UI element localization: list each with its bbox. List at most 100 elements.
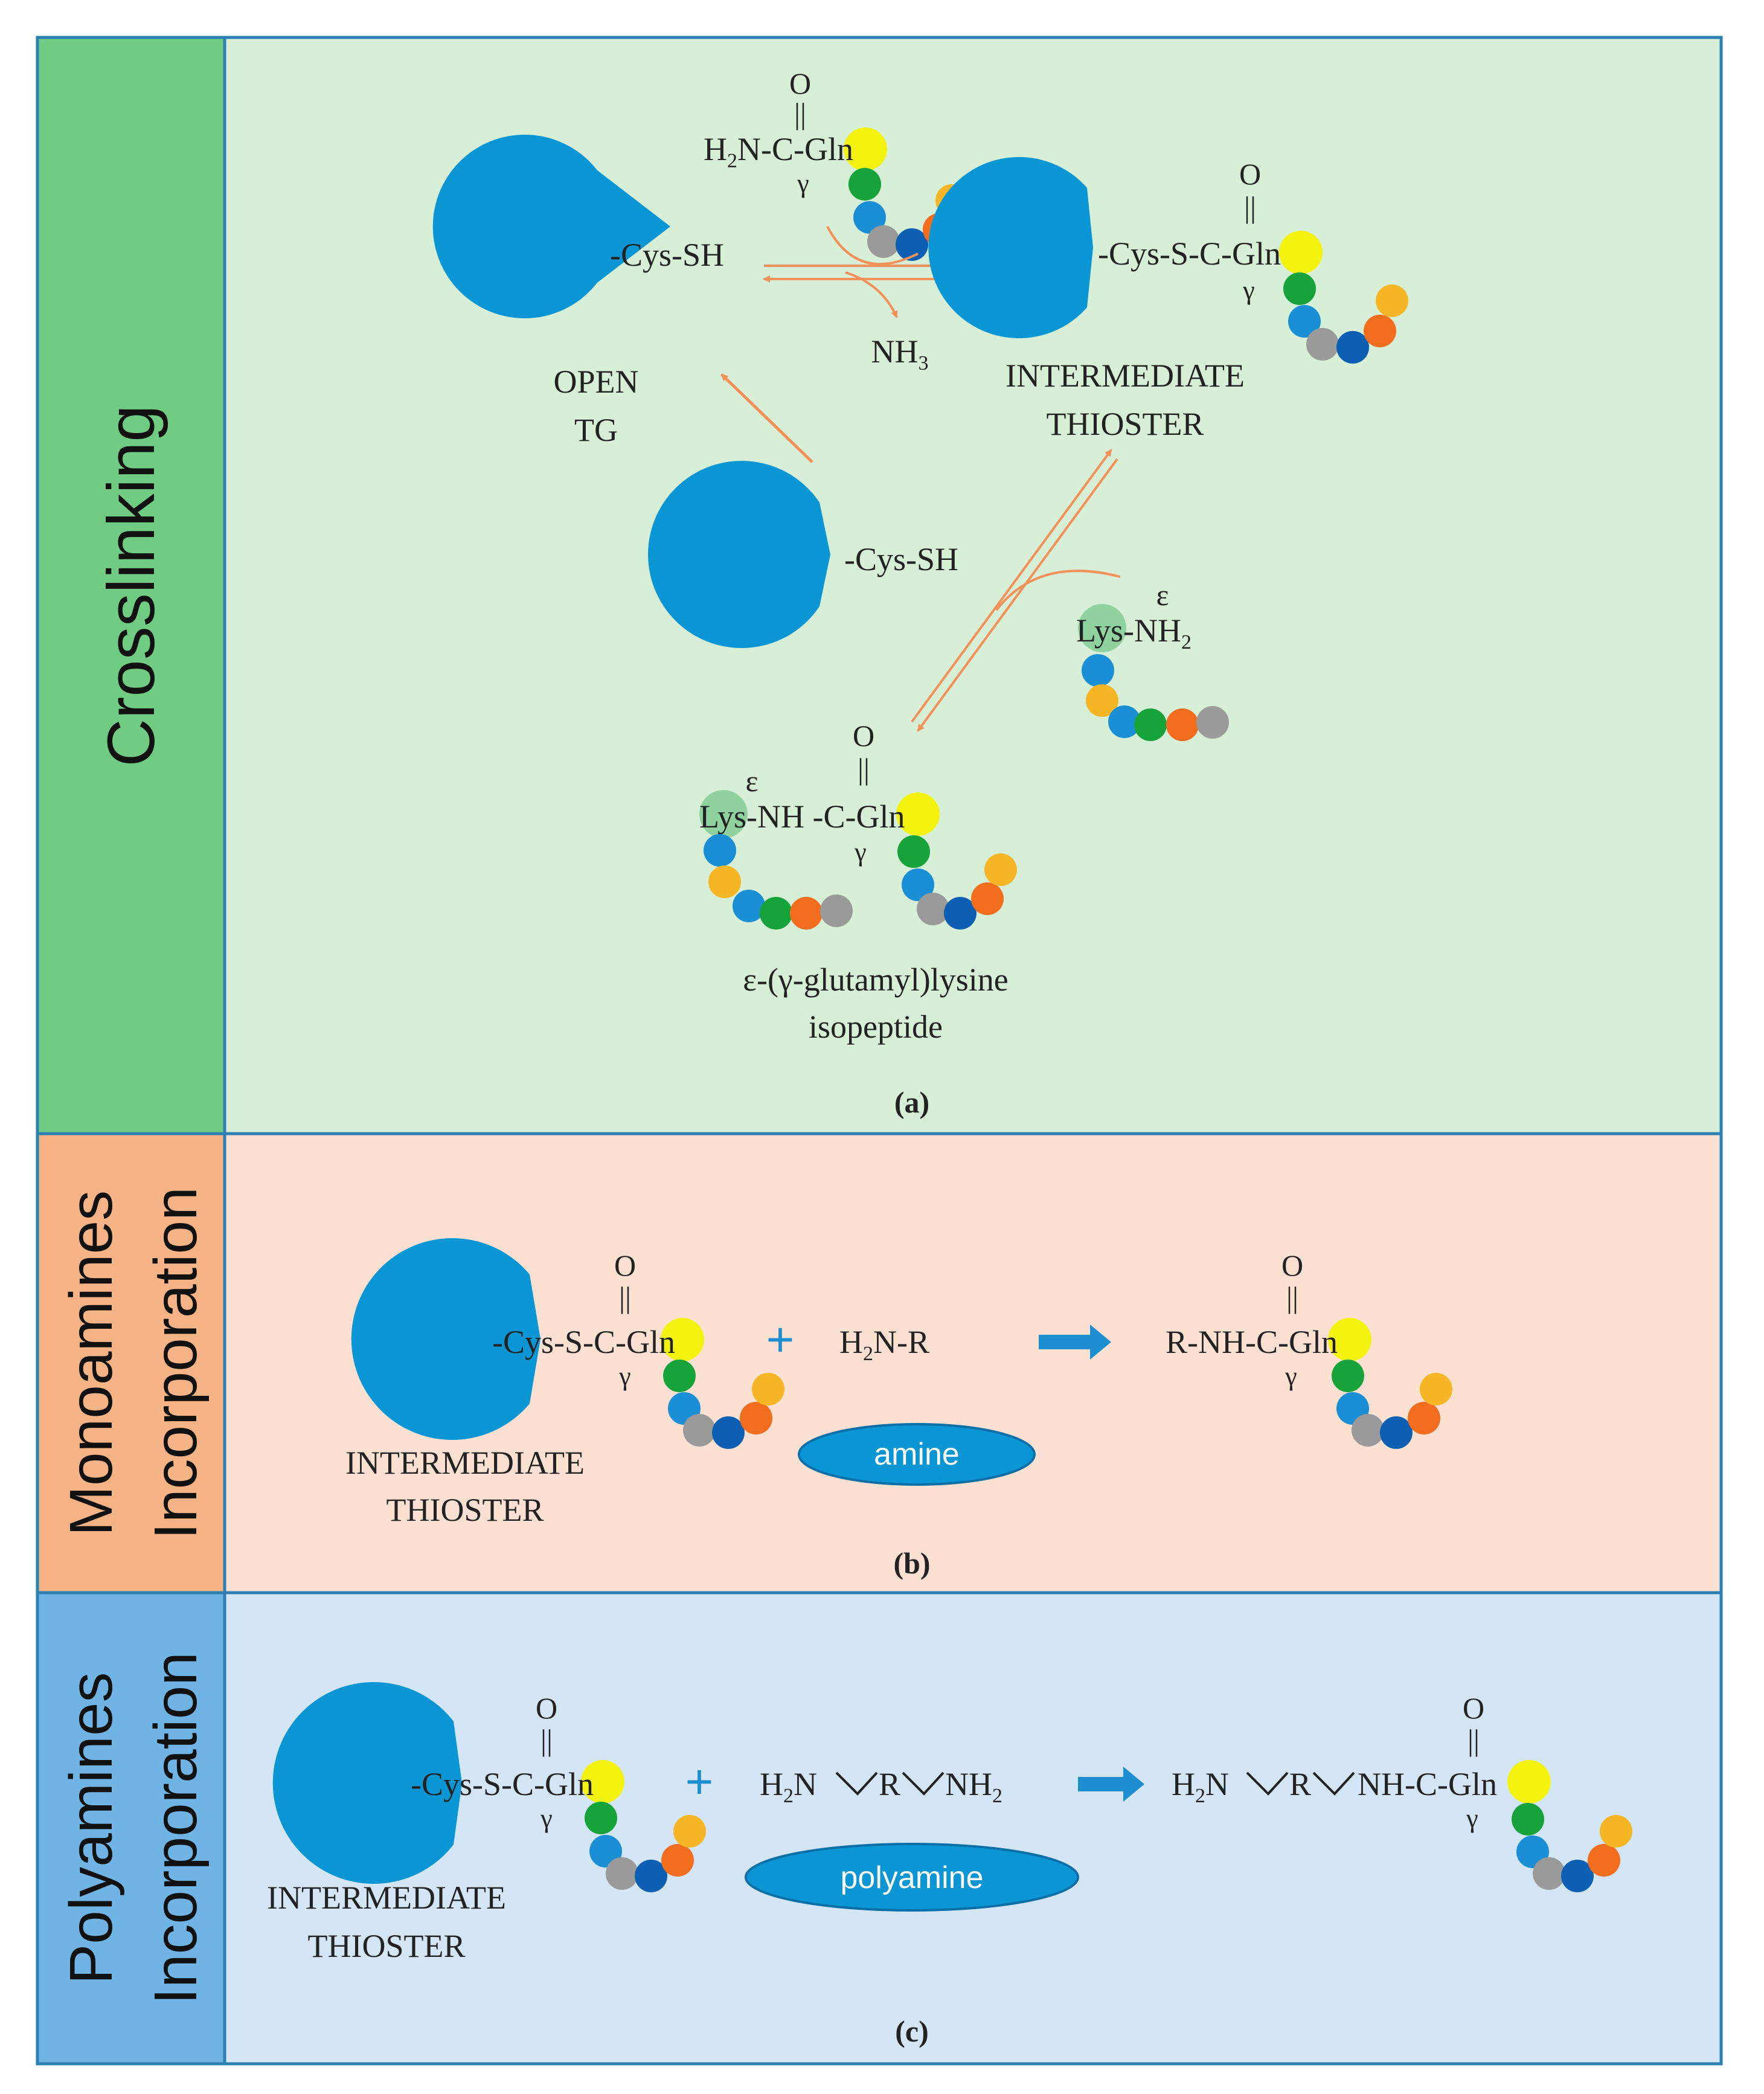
gln-highlight — [1328, 1318, 1371, 1361]
product-r-group: R — [1289, 1766, 1311, 1802]
tg-label: TG — [574, 412, 618, 448]
gln-highlight — [661, 1318, 704, 1361]
double-bond: || — [1467, 1723, 1480, 1757]
double-bond: || — [540, 1723, 553, 1757]
panel-a-content: O || H2N-C-Gln γ -Cys-SH OPEN TG — [432, 66, 1408, 1119]
enzyme-shape — [432, 135, 670, 318]
peptide-chain — [1283, 272, 1408, 364]
double-bond: || — [794, 97, 806, 130]
plus-sign: + — [685, 1755, 714, 1808]
lysine-formula: Lys-NH2 — [1076, 612, 1192, 654]
alkyl-linker — [835, 1771, 878, 1796]
product-formula: R-NH-C-Gln — [1166, 1324, 1338, 1360]
peptide-chain — [1332, 1360, 1452, 1449]
intermediate-thioester: O || -Cys-S-C-Gln γ INTERMEDIATE THIOSTE… — [267, 1681, 706, 1964]
thioester-label-line2: THIOSTER — [308, 1928, 466, 1964]
lys-highlight — [1078, 604, 1126, 652]
formula-text: H2N-C-Gln — [704, 131, 853, 172]
thioester-label-line2: THIOSTER — [1047, 406, 1204, 442]
enzyme-shape — [928, 157, 1093, 338]
enzyme-shape — [648, 461, 830, 649]
gamma-label: γ — [1466, 1803, 1478, 1833]
reaction-arrow — [1039, 1325, 1111, 1360]
carbonyl-oxygen: O — [1239, 157, 1261, 191]
gln-peptide-chain — [897, 835, 1017, 930]
amine-formula: H2N-R — [839, 1324, 929, 1365]
side-label-crosslinking: Crosslinking — [94, 405, 168, 766]
product-tail: NH-C-Gln — [1358, 1766, 1497, 1802]
polyamine-right-amine: NH2 — [945, 1766, 1002, 1807]
side-label-line2: Incorporation — [142, 1652, 210, 2005]
open-tg-enzyme: -Cys-SH OPEN TG — [432, 135, 724, 448]
reaction-arrow — [1078, 1767, 1144, 1802]
product-left-amine: H2N — [1172, 1766, 1229, 1807]
double-bond: || — [619, 1280, 631, 1314]
panel-b-frame — [36, 1132, 1723, 1595]
panel-c-frame — [36, 1591, 1723, 2066]
polyamine-r-group: R — [879, 1766, 900, 1802]
carbonyl-oxygen: O — [536, 1691, 557, 1725]
enzyme-shape — [272, 1681, 462, 1884]
gamma-label: γ — [540, 1803, 552, 1833]
thioester-label-line1: INTERMEDIATE — [1005, 358, 1245, 394]
plus-sign: + — [766, 1312, 795, 1366]
carbonyl-oxygen: O — [853, 719, 874, 753]
carbonyl-oxygen: O — [614, 1248, 636, 1282]
lys-peptide-chain — [704, 834, 853, 930]
thioester-formula: -Cys-S-C-Gln — [411, 1766, 594, 1802]
gamma-label: γ — [618, 1361, 630, 1391]
alkyl-linker — [902, 1771, 945, 1796]
caption-b: (b) — [893, 1546, 930, 1580]
side-label-polyamines: Polyamines Incorporation — [57, 1652, 210, 2005]
carbonyl-oxygen: O — [1463, 1691, 1484, 1725]
polyamine-left-amine: H2N — [760, 1766, 817, 1807]
peptide-chain — [1082, 654, 1229, 741]
gln-highlight — [896, 792, 940, 836]
lysine-substrate: ε Lys-NH2 — [1076, 578, 1229, 741]
thioester-formula: -Cys-S-C-Gln — [492, 1324, 675, 1360]
intermediate-thioester: O || -Cys-S-C-Gln γ INTERMEDIATE THIOSTE… — [928, 157, 1408, 442]
gamma-label: γ — [1242, 275, 1254, 305]
double-bond: || — [1244, 190, 1256, 224]
amine-pill: amine — [798, 1423, 1036, 1486]
gln-highlight — [1507, 1760, 1551, 1803]
gamma-label: γ — [797, 169, 809, 198]
thioester-label-line2: THIOSTER — [386, 1492, 544, 1528]
cys-sh-group: -Cys-SH — [610, 237, 724, 273]
alkyl-linker — [1312, 1771, 1355, 1796]
enzyme-shape — [351, 1238, 540, 1440]
panel-c-content: O || -Cys-S-C-Gln γ INTERMEDIATE THIOSTE… — [267, 1681, 1632, 2048]
peptide-chain — [585, 1802, 706, 1892]
product-name-line1: ε-(γ-glutamyl)lysine — [743, 962, 1008, 998]
intermediate-thioester: O || -Cys-S-C-Gln γ INTERMEDIATE THIOSTE… — [345, 1238, 784, 1528]
alkyl-linker — [1246, 1771, 1289, 1796]
panel-b-content: O || -Cys-S-C-Gln γ INTERMEDIATE THIOSTE… — [345, 1238, 1452, 1580]
polyamine-formula: H2N R NH2 — [760, 1766, 1002, 1807]
epsilon-label: ε — [1156, 578, 1169, 612]
gamma-label: γ — [1285, 1361, 1297, 1391]
gln-highlight — [581, 1760, 624, 1803]
gln-highlight — [844, 127, 887, 171]
thioester-label-line1: INTERMEDIATE — [267, 1880, 506, 1916]
epsilon-label: ε — [746, 764, 759, 798]
peptide-chain — [663, 1360, 784, 1449]
gln-highlight — [1279, 231, 1323, 274]
isopeptide-product: O || ε Lys-NH -C-Gln γ — [699, 719, 1017, 1045]
ammonia-label: NH3 — [871, 333, 929, 374]
side-label-line1: Monoamines — [57, 1190, 125, 1537]
cys-sh-group: -Cys-SH — [844, 541, 958, 577]
lysine-reaction-arrows — [911, 449, 1121, 732]
product-name-line2: isopeptide — [809, 1009, 943, 1045]
carbonyl-oxygen: O — [789, 66, 811, 100]
double-bond: || — [858, 752, 870, 786]
polyamine-product: H2N R O || NH-C-Gln γ — [1172, 1691, 1632, 1892]
open-label: OPEN — [553, 364, 638, 400]
caption-a: (a) — [894, 1085, 929, 1119]
peptide-chain — [1512, 1803, 1632, 1892]
side-label-monoamines: Monoamines Incorporation — [57, 1187, 210, 1540]
gln-substrate: O || H2N-C-Gln γ — [704, 66, 968, 261]
amine-pill-label: amine — [874, 1437, 960, 1472]
gamma-label: γ — [854, 837, 866, 867]
carbonyl-oxygen: O — [1281, 1248, 1303, 1282]
